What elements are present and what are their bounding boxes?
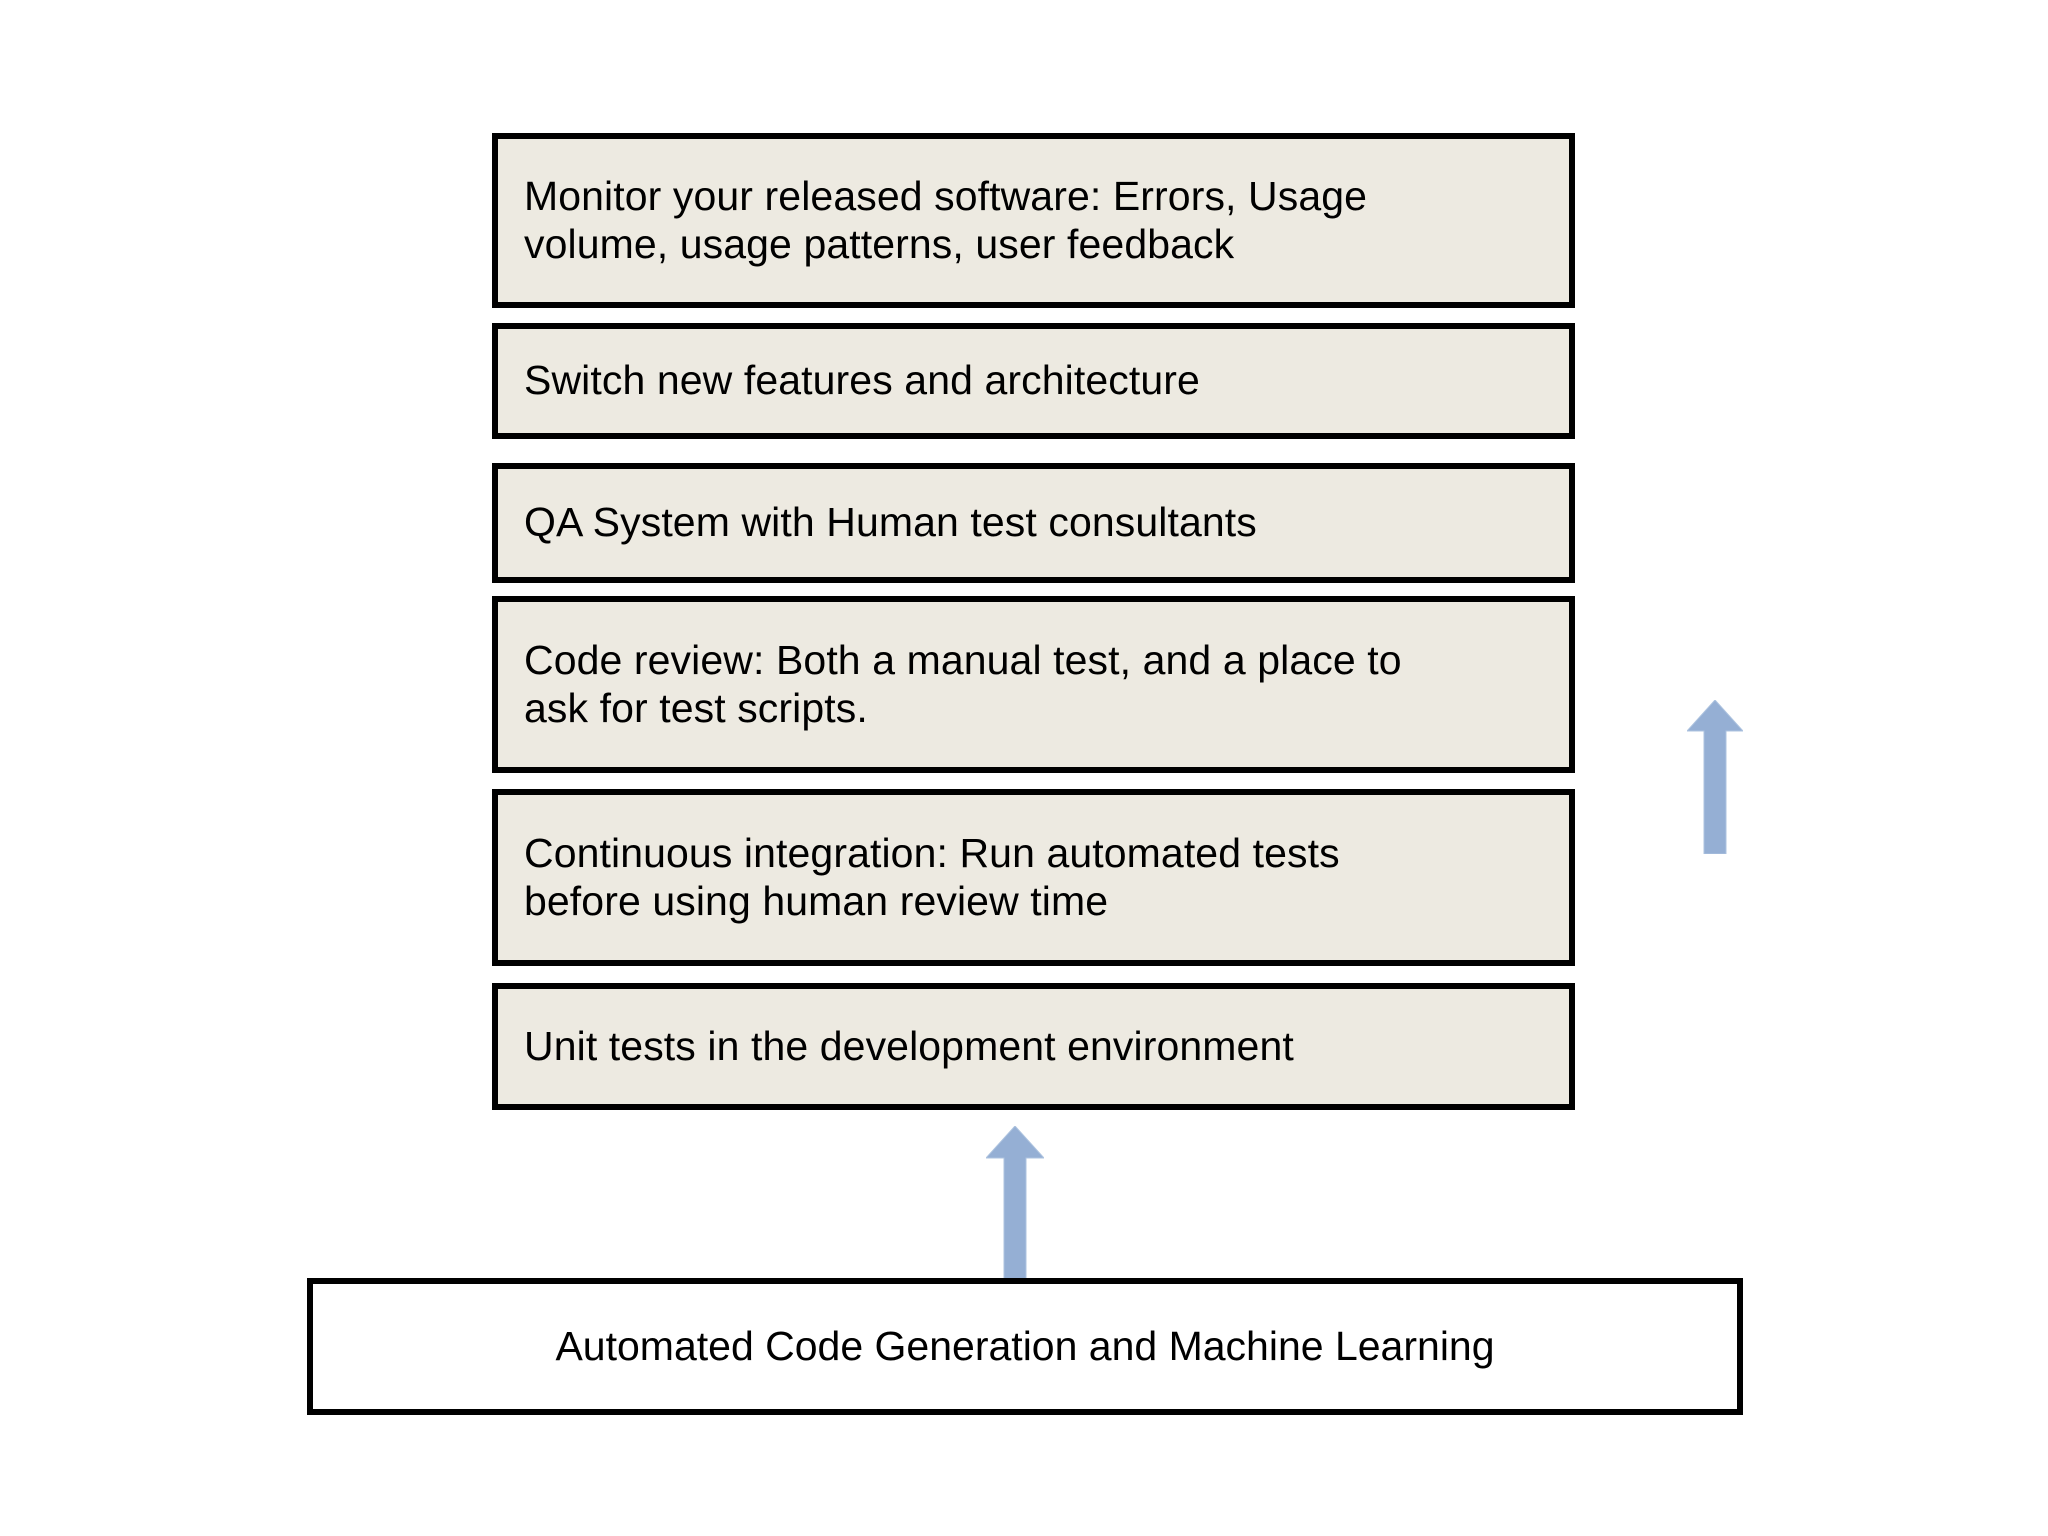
base-label-automated-code-generation: Automated Code Generation and Machine Le… [555,1322,1495,1369]
layer-label-switch-features: Switch new features and architecture [524,357,1200,404]
layer-box-continuous-integration[interactable]: Continuous integration: Run automated te… [492,789,1575,966]
layer-label-continuous-integration: Continuous integration: Run automated te… [524,829,1340,924]
layer-box-monitor[interactable]: Monitor your released software: Errors, … [492,133,1575,308]
layer-box-unit-tests[interactable]: Unit tests in the development environmen… [492,983,1575,1110]
base-box-automated-code-generation[interactable]: Automated Code Generation and Machine Le… [307,1278,1743,1415]
progression-arrow-icon [1687,700,1743,854]
layer-label-code-review: Code review: Both a manual test, and a p… [524,636,1402,731]
layer-box-code-review[interactable]: Code review: Both a manual test, and a p… [492,596,1575,773]
layer-label-unit-tests: Unit tests in the development environmen… [524,1022,1294,1069]
layer-box-switch-features[interactable]: Switch new features and architecture [492,323,1575,439]
base-to-stack-arrow-icon [986,1126,1044,1283]
layer-label-qa-system: QA System with Human test consultants [524,499,1257,546]
layer-label-monitor: Monitor your released software: Errors, … [524,172,1368,267]
layer-box-qa-system[interactable]: QA System with Human test consultants [492,463,1575,583]
